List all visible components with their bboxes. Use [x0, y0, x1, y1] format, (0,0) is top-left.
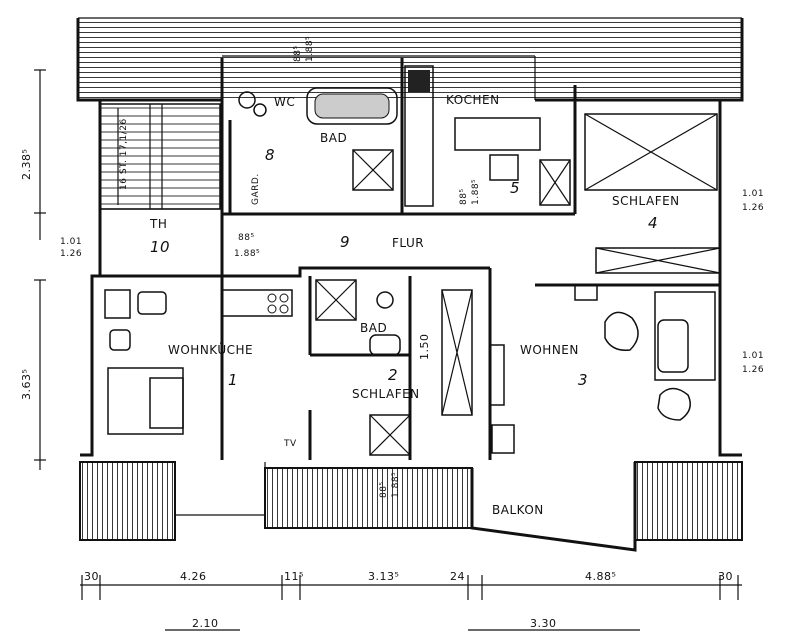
label-room-9: 9: [340, 233, 350, 251]
dim-lower-1: 3.30: [530, 617, 557, 630]
stair-note: 16 ST. 17,1/26: [119, 118, 129, 190]
door-schlafen-a: 88⁵: [379, 481, 389, 498]
dim-2: 11⁵: [284, 570, 304, 583]
bottom-dimensions: 30 4.26 11⁵ 3.13⁵ 24 4.88⁵ 30 2.10 3.30: [84, 570, 733, 630]
bad-width: 1.50: [418, 334, 431, 361]
door-bad-a: 88⁵: [293, 45, 303, 62]
kitchen-top-furniture: [404, 65, 571, 207]
wohnen-furniture: [489, 284, 716, 454]
window-right-mid-a: 1.01: [742, 351, 764, 361]
label-gard: GARD.: [251, 173, 261, 205]
interior-walls: [100, 120, 720, 460]
schlafen-4-furniture: [584, 113, 721, 274]
stairwell: [99, 103, 221, 210]
vertical-dim-bottom: 3.63⁵: [20, 369, 33, 400]
door-kochen-b: 1.88⁵: [471, 179, 481, 205]
label-bad-top: BAD: [320, 131, 347, 145]
dim-lower-0: 2.10: [192, 617, 219, 630]
label-tv: TV: [283, 439, 297, 449]
dimension-lines: [34, 69, 742, 631]
label-kochen: KOCHEN: [446, 93, 500, 107]
label-wohnen: WOHNEN: [520, 343, 579, 357]
window-right-top-b: 1.26: [742, 203, 764, 213]
label-balkon: BALKON: [492, 503, 544, 517]
label-room-5: 5: [510, 179, 520, 197]
label-bad-mid: BAD: [360, 321, 387, 335]
label-schlafen-4: SCHLAFEN: [612, 194, 680, 208]
bath-mid-fixtures: [315, 279, 401, 356]
label-room-10: 10: [150, 238, 170, 256]
door-schlafen-b: 1.88⁵: [391, 472, 401, 498]
wohnkueche-furniture: [104, 289, 293, 435]
door-bad-b: 1.88⁵: [305, 36, 315, 62]
window-left-a: 1.01: [60, 237, 82, 247]
dim-5: 4.88⁵: [585, 570, 616, 583]
dim-1: 4.26: [180, 570, 207, 583]
label-room-1: 1: [228, 371, 238, 389]
label-room-3: 3: [578, 371, 588, 389]
room-labels: WC BAD KOCHEN SCHLAFEN 4 TH 10 8 GARD. 9…: [149, 93, 680, 517]
dim-6: 30: [718, 570, 733, 583]
label-room-4: 4: [648, 214, 658, 232]
dim-0: 30: [84, 570, 99, 583]
balconies: [79, 461, 743, 552]
dim-4: 24: [450, 570, 465, 583]
door-flur-b: 1.88⁵: [234, 249, 260, 259]
dim-3: 3.13⁵: [368, 570, 399, 583]
label-wc: WC: [274, 95, 295, 109]
vertical-dim-top: 2.38⁵: [20, 149, 33, 180]
window-right-top-a: 1.01: [742, 189, 764, 199]
window-left-b: 1.26: [60, 249, 82, 259]
outer-walls: [80, 58, 742, 457]
bath-top-fixtures: [238, 87, 398, 191]
label-wohnkueche: WOHNKÜCHE: [168, 341, 253, 357]
door-kochen-a: 88⁵: [459, 188, 469, 205]
label-room-2: 2: [388, 366, 398, 384]
window-right-mid-b: 1.26: [742, 365, 764, 375]
annotations: 2.38⁵ 3.63⁵ 1.01 1.26 1.01 1.26 1.01 1.2…: [20, 36, 764, 498]
label-schlafen-2: SCHLAFEN: [352, 387, 420, 401]
label-room-8: 8: [265, 146, 275, 164]
door-flur-a: 88⁵: [238, 233, 255, 243]
label-flur: FLUR: [392, 236, 424, 250]
label-th: TH: [149, 217, 167, 231]
schlafen-2-furniture: [369, 289, 473, 456]
